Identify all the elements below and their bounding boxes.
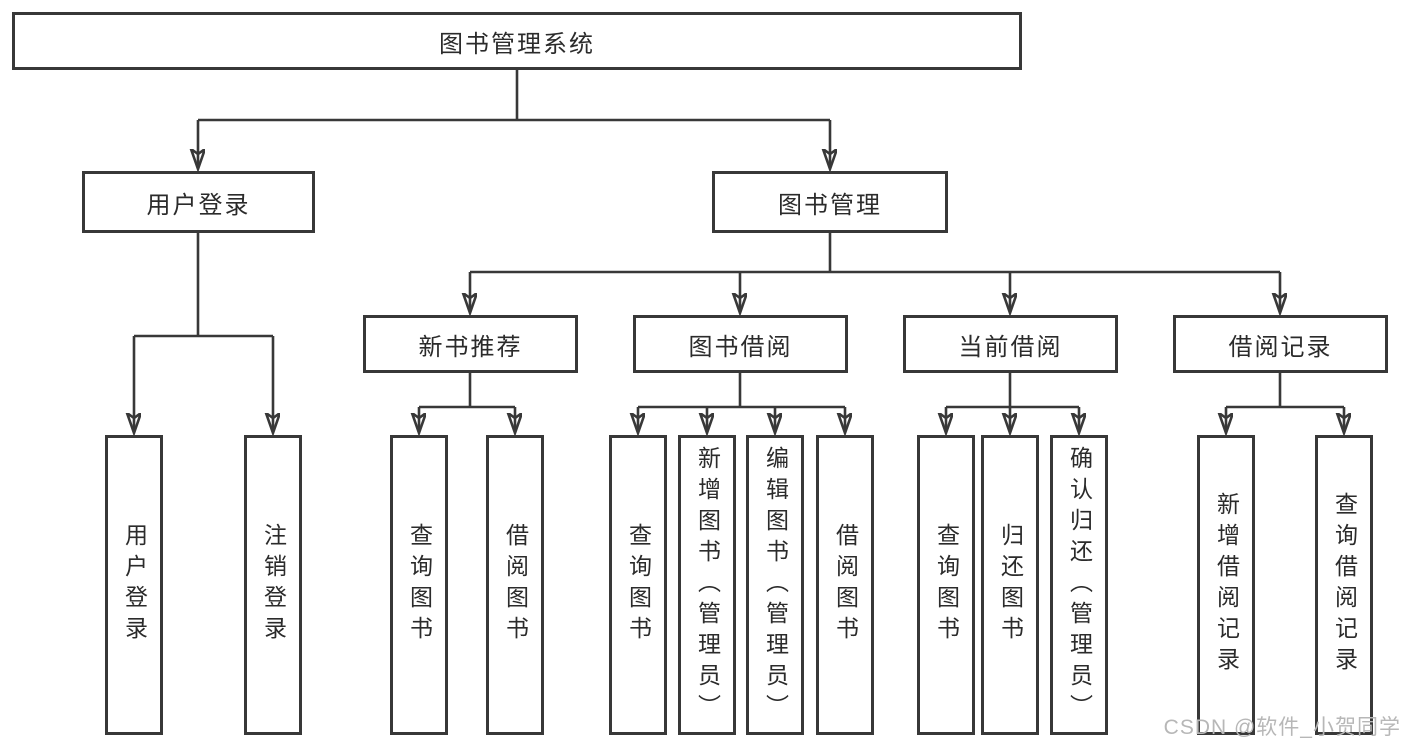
node-label: 查询借阅记录	[1331, 492, 1358, 678]
node-borrow-records: 借阅记录	[1173, 315, 1388, 373]
leaf-confirm-return-admin: 确认归还（管理员）	[1050, 435, 1108, 735]
leaf-borrow-books: 借阅图书	[816, 435, 874, 735]
leaf-add-borrow-record: 新增借阅记录	[1197, 435, 1255, 735]
node-label: 借阅记录	[1228, 333, 1333, 361]
node-label: 图书管理	[778, 191, 882, 219]
node-label: 编辑图书（管理员）	[762, 445, 789, 725]
node-label: 确认归还（管理员）	[1066, 445, 1093, 725]
node-label: 归还图书	[997, 523, 1024, 647]
leaf-add-book-admin: 新增图书（管理员）	[678, 435, 736, 735]
leaf-return-books: 归还图书	[981, 435, 1039, 735]
leaf-borrow-books-recommend: 借阅图书	[486, 435, 544, 735]
node-label: 新书推荐	[418, 333, 523, 361]
node-label: 查询图书	[406, 523, 433, 647]
node-book-management: 图书管理	[712, 171, 948, 233]
node-new-book-recommend: 新书推荐	[363, 315, 578, 373]
leaf-query-borrow-record: 查询借阅记录	[1315, 435, 1373, 735]
leaf-user-login: 用户登录	[105, 435, 163, 735]
leaf-query-books-recommend: 查询图书	[390, 435, 448, 735]
node-label: 新增图书（管理员）	[694, 445, 721, 725]
node-label: 注销登录	[260, 523, 287, 647]
node-label: 用户登录	[146, 191, 251, 219]
node-current-borrow: 当前借阅	[903, 315, 1118, 373]
node-label: 当前借阅	[958, 333, 1063, 361]
node-label: 用户登录	[121, 523, 148, 647]
leaf-logout: 注销登录	[244, 435, 302, 735]
node-label: 查询图书	[625, 523, 652, 647]
node-label: 查询图书	[933, 523, 960, 647]
node-label: 借阅图书	[832, 523, 859, 647]
csdn-watermark: CSDN @软件_小贺同学	[1163, 716, 1401, 739]
node-label: 借阅图书	[502, 523, 529, 647]
leaf-edit-book-admin: 编辑图书（管理员）	[746, 435, 804, 735]
node-label: 图书管理系统	[439, 30, 595, 58]
node-label: 图书借阅	[688, 333, 793, 361]
node-user-login: 用户登录	[82, 171, 315, 233]
leaf-query-books-borrow: 查询图书	[609, 435, 667, 735]
node-root: 图书管理系统	[12, 12, 1022, 70]
node-book-borrow: 图书借阅	[633, 315, 848, 373]
leaf-query-books-current: 查询图书	[917, 435, 975, 735]
node-label: 新增借阅记录	[1213, 492, 1240, 678]
